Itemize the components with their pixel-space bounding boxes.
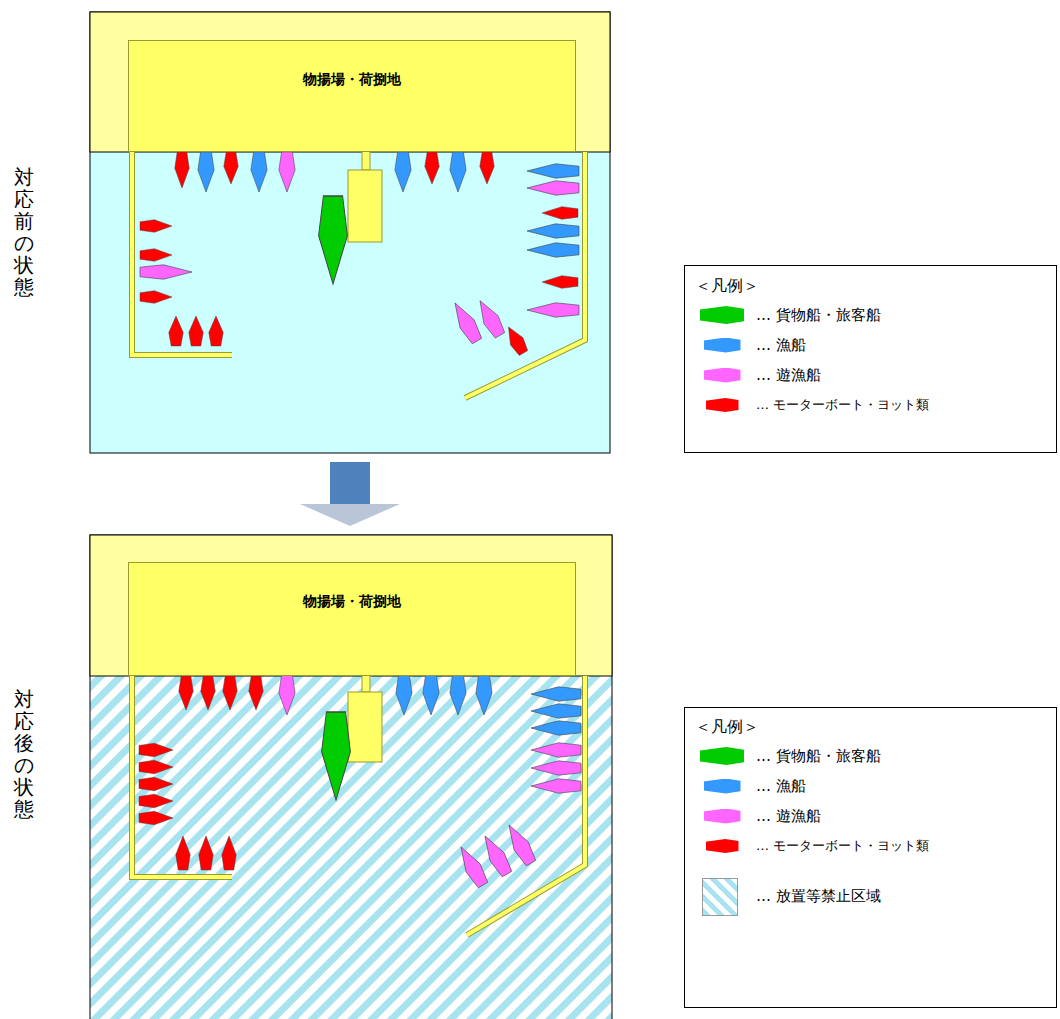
area-label: 物揚場・荷捌地 (129, 71, 575, 89)
panel-label: 対応前の状態 (14, 166, 34, 298)
legend-text: … 貨物船・旅客船 (756, 306, 881, 325)
prohibited-water (90, 535, 612, 1019)
pier-stem (362, 150, 370, 170)
quay-land-box: 物揚場・荷捌地 (128, 562, 576, 676)
legend-frame (685, 266, 1057, 453)
legend-text: … 遊漁船 (756, 366, 821, 385)
legend-text: … 漁船 (756, 777, 806, 796)
legend-text: … 遊漁船 (756, 807, 821, 826)
legend-swatch (706, 398, 739, 412)
legend-swatch (700, 306, 744, 324)
legend-swatch (702, 878, 738, 916)
quays (132, 152, 585, 398)
water (90, 12, 610, 453)
transition-arrow (300, 462, 400, 526)
legend-swatch (700, 747, 744, 765)
pier (348, 692, 382, 762)
boats-after (139, 675, 581, 889)
legend-text: … 漁船 (756, 336, 806, 355)
panel-label: 対応後の状態 (14, 688, 34, 820)
pier (348, 170, 382, 242)
area-label: 物揚場・荷捌地 (129, 593, 575, 611)
pier-stem (362, 674, 370, 692)
legend-title: ＜凡例＞ (695, 276, 759, 297)
quay-land-box: 物揚場・荷捌地 (128, 40, 576, 152)
legend-text: … モーターボート・ヨット類 (756, 837, 929, 855)
legend-text: … 放置等禁止区域 (756, 887, 881, 906)
land-band (90, 535, 612, 676)
legend-frame (685, 708, 1057, 1008)
legend-text: … 貨物船・旅客船 (756, 747, 881, 766)
legend-text: … モーターボート・ヨット類 (756, 396, 929, 414)
land-band (90, 12, 610, 152)
boats-before (140, 152, 579, 357)
legend-title: ＜凡例＞ (695, 717, 759, 738)
quays (132, 676, 585, 935)
